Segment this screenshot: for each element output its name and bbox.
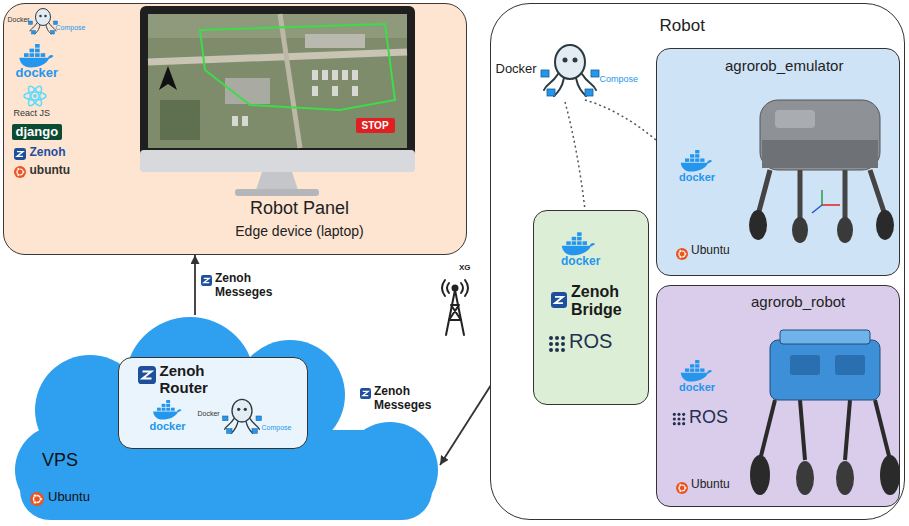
ros-icon xyxy=(673,413,685,425)
logo-text: Compose xyxy=(56,24,86,32)
logo-text: Docker xyxy=(8,16,30,24)
zenoh-icon xyxy=(14,148,26,160)
box-title: Zenoh Bridge xyxy=(571,283,637,320)
logo-text: docker xyxy=(150,420,186,433)
robot-box: RobotDockerComposedockerZenoh BridgeROSa… xyxy=(490,3,905,520)
docker-icon xyxy=(681,360,712,382)
logo-text: Compose xyxy=(600,74,639,84)
router-box: Zenoh Router docker DockerCompose xyxy=(118,357,308,449)
agrorob-robot-illustration xyxy=(750,330,900,495)
compose-icon xyxy=(541,45,599,96)
docker-icon xyxy=(681,150,712,172)
bridge-box: dockerZenoh BridgeROS xyxy=(533,210,649,405)
logo-text: Docker xyxy=(496,62,537,77)
logo-text: ROS xyxy=(569,330,612,353)
edge-label: Zenoh Messeges xyxy=(215,272,279,300)
logo-text: docker xyxy=(679,381,715,394)
monitor-illustration xyxy=(140,6,415,196)
box-subtitle: Edge device (laptop) xyxy=(200,223,400,239)
ubuntu-icon xyxy=(30,492,44,506)
docker-icon xyxy=(19,44,53,68)
network-label: XG xyxy=(459,263,471,272)
compose-icon xyxy=(223,399,262,433)
logo-text: docker xyxy=(679,171,715,184)
logo-text: docker xyxy=(561,255,600,269)
box-title: Robot Panel xyxy=(200,198,400,219)
ubuntu-icon xyxy=(676,248,688,260)
antenna-illustration xyxy=(442,280,468,335)
edge-label: Zenoh Messeges xyxy=(374,385,438,413)
logo-text: ubuntu xyxy=(30,164,71,178)
logo-text: Compose xyxy=(262,424,292,432)
message-arrow xyxy=(194,255,196,315)
box-title: Robot xyxy=(660,16,705,36)
cloud-shape: VPS Ubuntu Zenoh Router docker DockerCompose xyxy=(15,315,440,522)
logo-text: Ubuntu xyxy=(48,490,90,505)
logo-text: Ubuntu xyxy=(691,244,730,258)
panel-box: Robot PanelEdge device (laptop) DockerCom… xyxy=(3,3,467,255)
zenoh-icon xyxy=(138,366,156,384)
logo-text: Ubuntu xyxy=(691,478,730,492)
logo-text: Zenoh xyxy=(30,146,66,160)
zenoh-icon xyxy=(201,275,212,286)
ubuntu-icon xyxy=(676,482,688,494)
logo-text: docker xyxy=(16,66,59,81)
box-title: agrorob_robot xyxy=(751,293,845,310)
stop-button: STOP xyxy=(356,118,395,134)
container-box: agrorob_robotdockerROS Ubuntu xyxy=(656,285,900,507)
ubuntu-icon xyxy=(14,166,26,178)
box-title: agrorob_emulator xyxy=(725,57,843,74)
logo-text: Docker xyxy=(198,410,220,418)
logo-text: django xyxy=(12,124,63,141)
logo-text: ROS xyxy=(689,407,728,428)
zenoh-icon xyxy=(360,388,371,399)
docker-icon xyxy=(153,400,181,420)
box-title: Zenoh Router xyxy=(160,362,224,397)
emulator-robot-illustration xyxy=(749,100,894,243)
cloud-title: VPS xyxy=(42,450,78,471)
dotted-link xyxy=(565,100,656,210)
zenoh-icon xyxy=(551,292,567,308)
react-icon xyxy=(24,84,46,107)
docker-icon xyxy=(562,232,595,255)
container-box: agrorob_emulatordockerUbuntu xyxy=(656,48,900,276)
ros-icon xyxy=(549,336,565,352)
logo-text: React JS xyxy=(14,108,51,118)
compose-icon xyxy=(29,9,58,35)
